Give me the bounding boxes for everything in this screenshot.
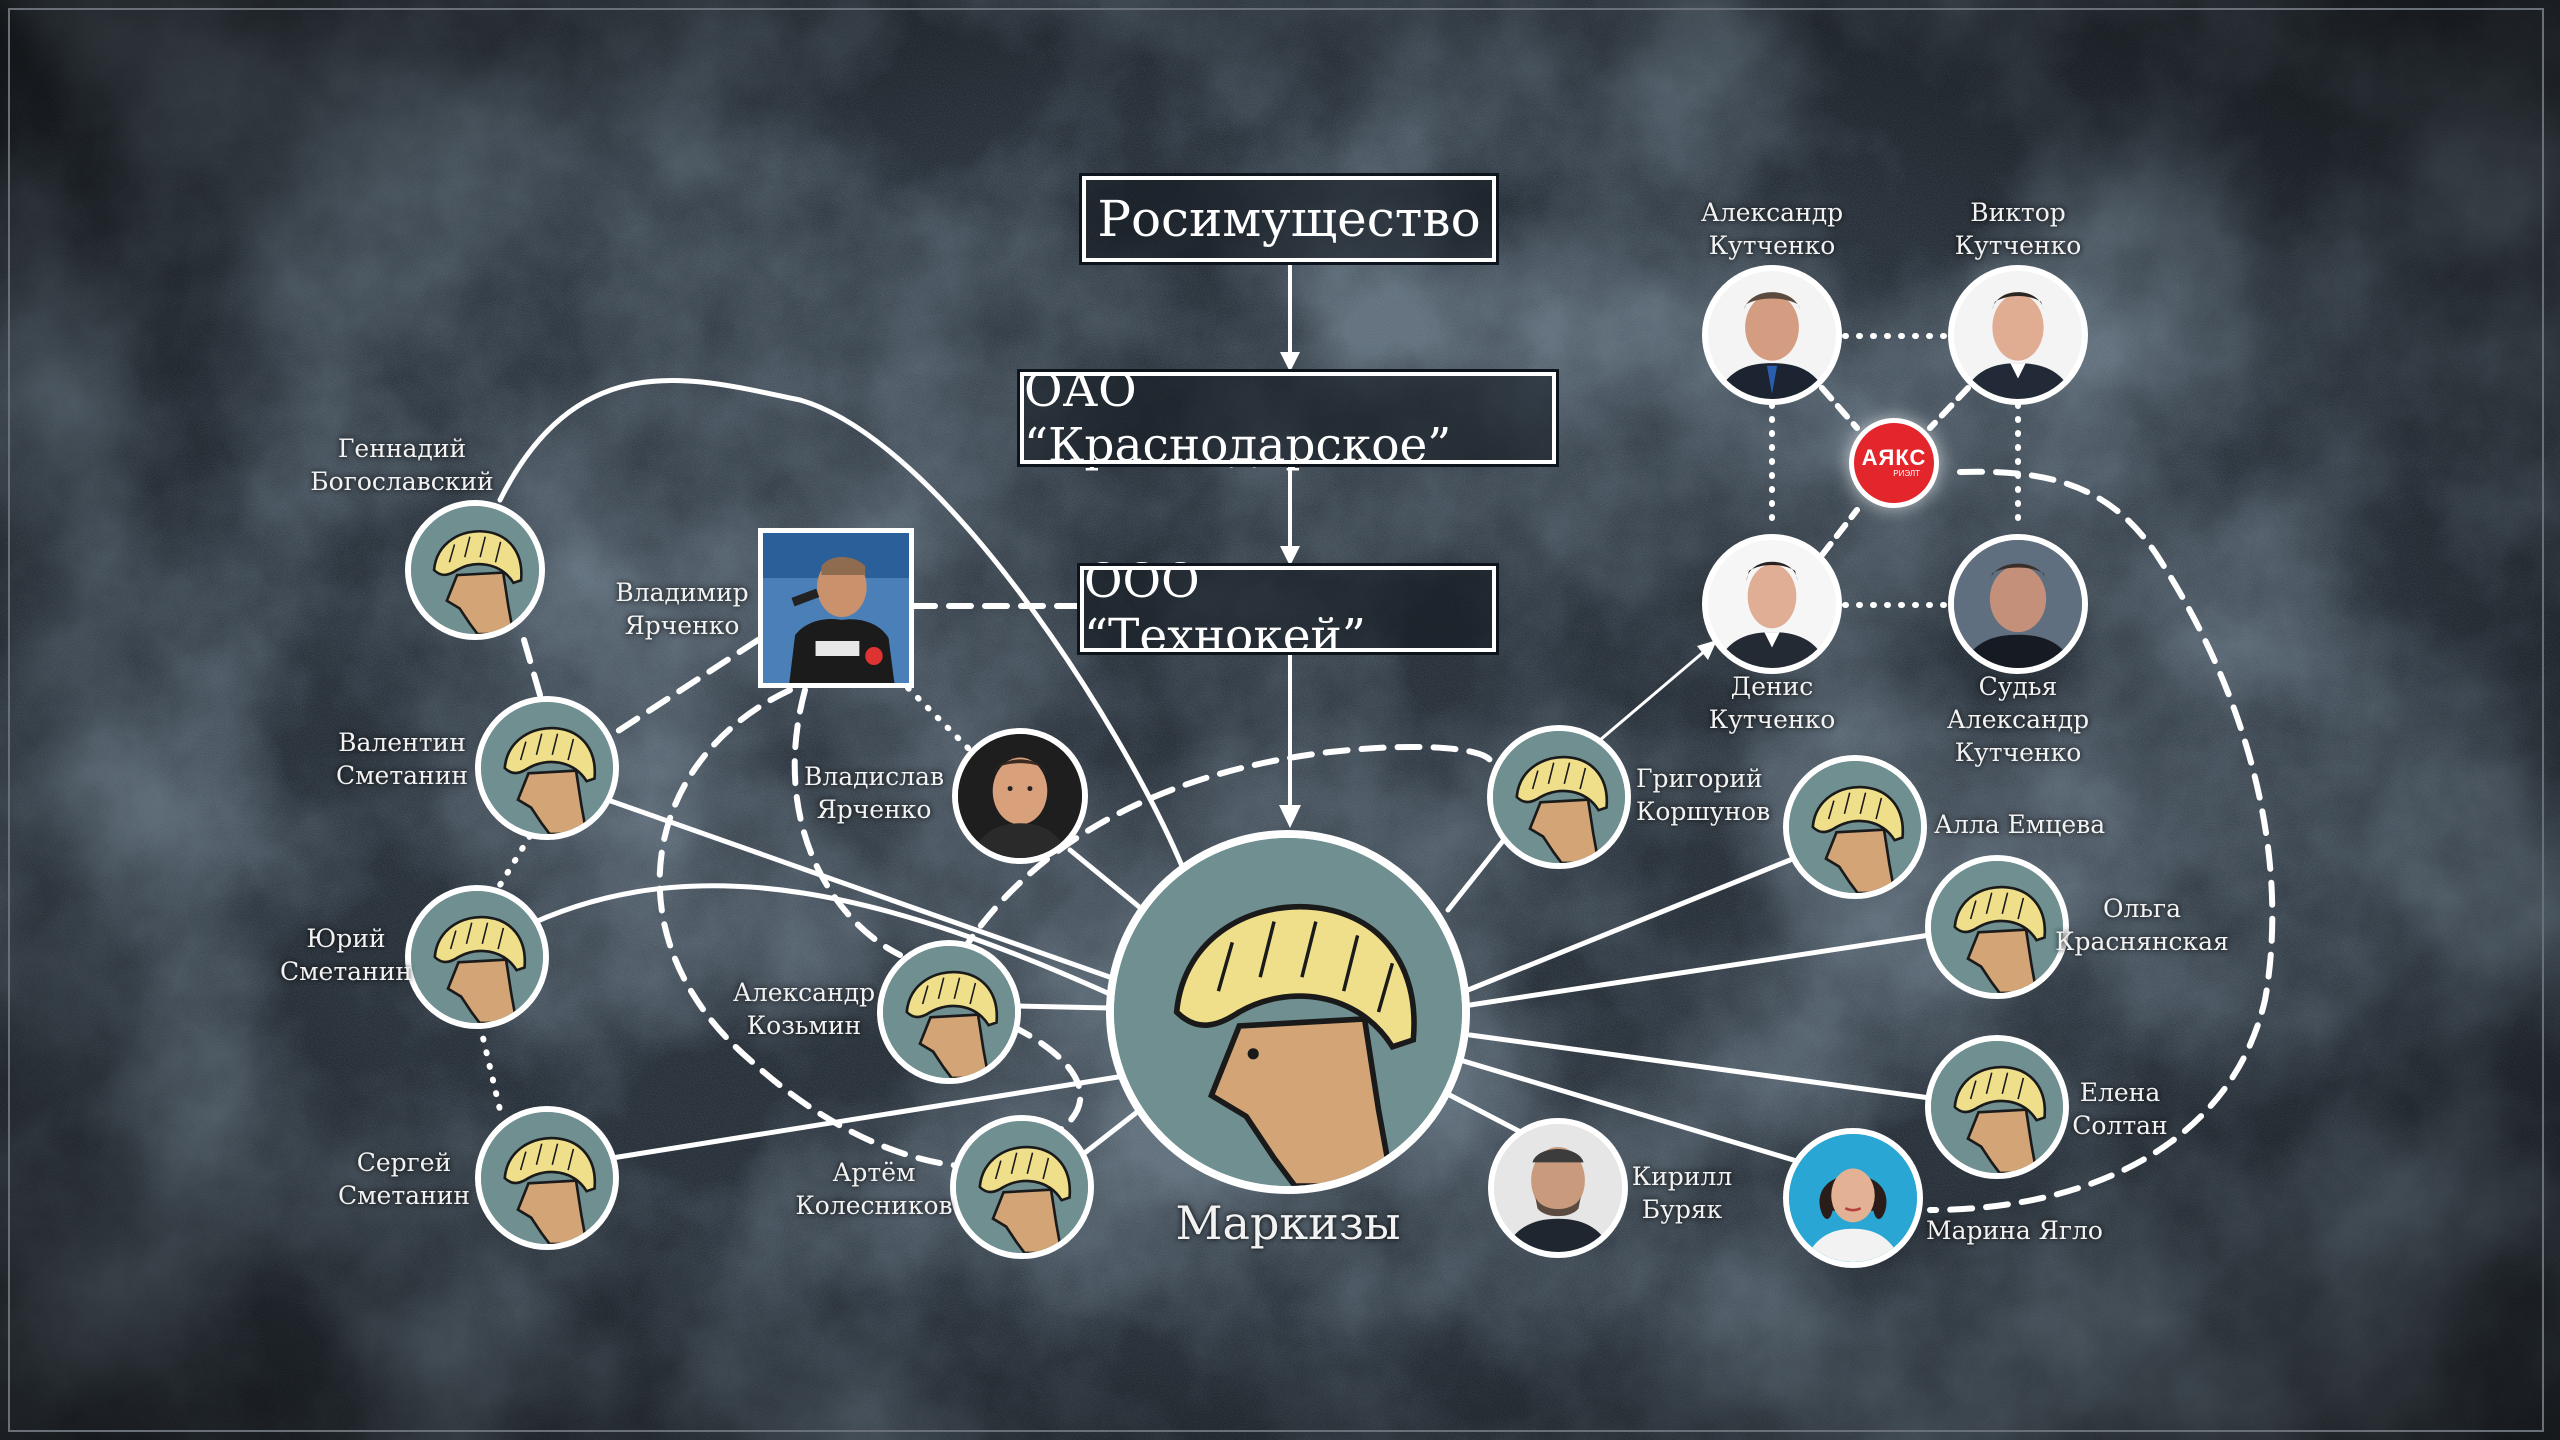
person-node-vladislav [952,728,1088,864]
cartoon-avatar-icon [883,946,1015,1078]
label-yaglo: Марина Ягло [1926,1216,2103,1245]
krasnodarskoe-box: ОАО “Краснодарское” [1017,363,1559,473]
link-bogoslavsky-markizy [497,378,1185,869]
link-soltan-markizy [1467,1032,1933,1101]
dash-kozmin-korshunov [957,743,1493,958]
dash-bogoslavsky-valentin [521,637,543,698]
arrowhead [1280,352,1300,372]
cartoon-avatar-icon [956,1121,1088,1253]
person-node-valentin [475,696,619,840]
dash-vladimir-valentin [609,637,761,738]
rosimushchestvo-box: Росимущество [1079,173,1499,265]
person-node-kolesnikov [950,1115,1094,1259]
dot-yuriy-sergey [477,1022,503,1113]
dash-akutchenko-ayaks [1819,385,1860,431]
link-emtseva-markizy [1465,857,1793,993]
cartoon-avatar-icon [481,1112,613,1244]
link-vladislav-markizy [1067,847,1146,913]
person-node-krasnyanskaya [1925,855,2069,999]
person-node-d-kutchenko [1702,534,1842,674]
dash-ayaks-loop [1927,468,2276,1213]
person-node-sergey [475,1106,619,1250]
central-name-label: Маркизы [1175,1196,1401,1250]
cartoon-avatar-icon [1931,861,2063,993]
cartoon-avatar-icon [1114,838,1462,1186]
cartoon-avatar-icon [481,702,613,834]
ayaks-logo: АЯКС РИЭЛТ [1849,418,1939,508]
person-node-buryak [1488,1118,1628,1258]
person-node-korshunov [1487,725,1631,869]
link-valentin-markizy [605,797,1121,983]
link-sergey-markizy [609,1074,1121,1161]
dash-vkutchenko-ayaks [1927,385,1971,431]
arrowhead [1280,546,1300,566]
ayaks-logo-subtext: РИЭЛТ [1893,469,1920,478]
dash-denis-ayaks [1819,507,1860,558]
link-korshunov-markizy [1445,829,1513,913]
link-yuriy-markizy [515,883,1115,998]
arrow-korshunov-to-denis [1598,648,1708,742]
person-node-yuriy [405,885,549,1029]
person-node-judge [1948,534,2088,674]
link-yaglo-markizy [1457,1057,1803,1165]
cartoon-avatar-icon [1931,1041,2063,1173]
tekhnokey-box: ООО “Технокей” [1077,554,1499,664]
label-emtseva: Алла Емцева [1934,810,2106,839]
ayaks-logo-text: АЯКС [1861,445,1927,470]
person-node-soltan [1925,1035,2069,1179]
dash-vladimir-kozmin [791,687,903,958]
person-node-emtseva [1783,755,1927,899]
arrowhead [1279,805,1301,828]
central-markizy-node [1106,830,1470,1194]
person-node-kozmin [877,940,1021,1084]
cartoon-avatar-icon [411,891,543,1023]
person-node-yaglo [1783,1128,1923,1268]
person-node-bogoslavsky [405,500,545,640]
dot-vladimir-vladislav [905,685,983,763]
cartoon-avatar-icon [1789,761,1921,893]
link-krasnyanskaya-markizy [1467,932,1933,1008]
cartoon-avatar-icon [411,506,539,634]
vladimir-photo [758,528,914,688]
dash-kozmin-kolesnikov [1007,1022,1084,1133]
person-node-v-kutchenko [1948,265,2088,405]
arrowhead [1697,640,1717,660]
link-kozmin-markizy [1013,1003,1113,1011]
person-node-a-kutchenko [1702,265,1842,405]
cartoon-avatar-icon [1493,731,1625,863]
dot-valentin-yuriy [497,833,533,888]
